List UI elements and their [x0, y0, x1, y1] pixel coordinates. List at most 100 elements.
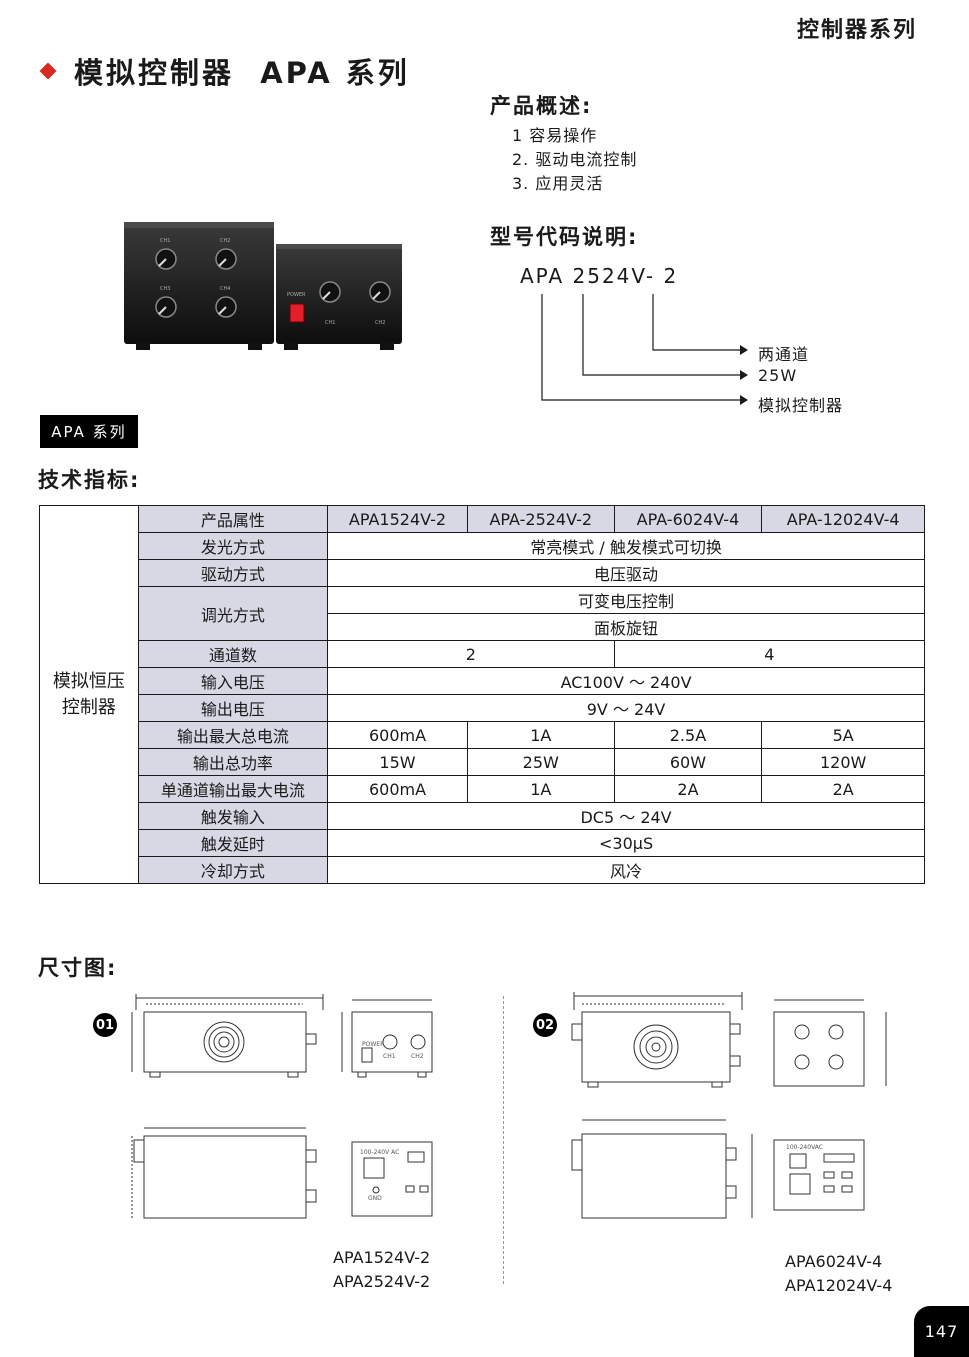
table-header-cell: APA-6024V-4 — [613, 505, 763, 533]
panel-label: GND — [368, 1195, 382, 1202]
small-unit: POWER CH1 CH2 — [276, 244, 402, 350]
model-name: APA1524V-2 — [333, 1248, 431, 1267]
drawing-caption: APA1524V-2 APA2524V-2 — [333, 1246, 430, 1294]
table-row-label: 输出总功率 — [137, 748, 329, 776]
table-row: 输入电压 AC100V ～ 240V — [40, 667, 925, 695]
model-name: APA12024V-4 — [785, 1276, 893, 1295]
model-callout-power: 25W — [758, 366, 798, 385]
page-number: 147 — [914, 1306, 969, 1357]
table-row-label: 调光方式 — [137, 586, 329, 641]
arrow-icon — [740, 345, 748, 355]
knob-label: CH4 — [220, 286, 230, 292]
knob-label: CH1 — [160, 238, 170, 244]
model-code: APA 2524V- 2 — [520, 264, 679, 288]
knob-label: CH2 — [375, 320, 385, 326]
table-row: 模拟恒压 控制器 产品属性 APA1524V-2 APA-2524V-2 APA… — [39, 505, 925, 884]
specs-heading: 技术指标: — [38, 468, 141, 492]
panel-label: 100-240VAC — [786, 1144, 823, 1151]
spec-table: 模拟恒压 控制器 产品属性 APA1524V-2 APA-2524V-2 APA… — [39, 505, 926, 884]
table-row-label: 驱动方式 — [137, 559, 329, 587]
table-cell: 600mA — [327, 721, 468, 749]
arrow-icon — [740, 370, 748, 380]
panel-label: CH1 — [383, 1053, 396, 1060]
table-cell: 15W — [327, 748, 468, 776]
table-row: 驱动方式 电压驱动 — [40, 559, 925, 587]
model-callout-type: 模拟控制器 — [758, 396, 844, 415]
panel-label: POWER — [362, 1041, 384, 1048]
table-row-label: 输入电压 — [137, 667, 329, 695]
table-header-cell: APA-2524V-2 — [466, 505, 615, 533]
table-cell: 25W — [466, 748, 615, 776]
table-row: 冷却方式 风冷 — [40, 856, 925, 884]
table-cell: <30μS — [327, 829, 925, 857]
table-cell: 2A — [613, 775, 763, 803]
knob-label: CH1 — [325, 320, 335, 326]
page-title-text: 模拟控制器 APA 系列 — [74, 56, 410, 90]
arrow-icon — [740, 395, 748, 405]
table-row: 输出电压 9V ～ 24V — [40, 694, 925, 722]
model-code-diagram — [541, 294, 748, 405]
table-cell: 可变电压控制 — [327, 586, 925, 614]
series-tag: APA 系列 — [40, 415, 138, 448]
overview-item: 2. 驱动电流控制 — [512, 150, 638, 169]
table-cell: 4 — [613, 640, 926, 668]
large-unit: CH1 CH2 CH3 CH4 — [124, 222, 274, 350]
table-row-label: 输出电压 — [137, 694, 329, 722]
table-header-cell: 产品属性 — [137, 505, 329, 533]
knob-label: CH2 — [220, 238, 230, 244]
table-row-label: 通道数 — [137, 640, 329, 668]
table-row: 触发输入 DC5 ～ 24V — [40, 802, 925, 830]
table-header-cell: APA1524V-2 — [327, 505, 468, 533]
power-label: POWER — [287, 292, 306, 298]
spec-side-label-text: 模拟恒压 控制器 — [52, 670, 125, 718]
table-cell: 面板旋钮 — [327, 613, 925, 641]
spec-side-label: 模拟恒压 控制器 — [39, 505, 139, 884]
table-row: 发光方式 常亮模式 / 触发模式可切换 — [40, 532, 925, 560]
table-header-cell: APA-12024V-4 — [761, 505, 925, 533]
model-heading: 型号代码说明: — [490, 225, 639, 249]
table-row-label: 触发延时 — [137, 829, 329, 857]
table-cell: DC5 ～ 24V — [327, 802, 925, 830]
table-cell: 2.5A — [613, 721, 763, 749]
panel-label: 100-240V AC — [360, 1149, 399, 1156]
overview-item: 3. 应用灵活 — [512, 174, 604, 193]
page-title: 模拟控制器 APA 系列 — [38, 50, 410, 92]
dimension-drawing-02: 100-240VAC — [571, 992, 887, 1219]
table-cell: 120W — [761, 748, 925, 776]
product-photo: CH1 CH2 CH3 CH4 POWER CH1 CH2 — [124, 222, 402, 350]
drawing-badge: 02 — [533, 1013, 557, 1037]
dimensions-heading: 尺寸图: — [38, 956, 118, 980]
table-row: 单通道输出最大电流 600mA 1A 2A 2A — [40, 775, 925, 803]
panel-label: CH2 — [411, 1053, 424, 1060]
table-cell: 1A — [466, 721, 615, 749]
drawing-divider — [503, 996, 504, 1284]
table-cell: 9V ～ 24V — [327, 694, 925, 722]
overview-heading: 产品概述: — [490, 94, 593, 118]
table-row: 调光方式 可变电压控制 — [40, 586, 925, 641]
table-row-label: 发光方式 — [137, 532, 329, 560]
table-row-label: 冷却方式 — [137, 856, 329, 884]
knob-label: CH3 — [160, 286, 170, 292]
table-row-label: 触发输入 — [137, 802, 329, 830]
table-row: 输出最大总电流 600mA 1A 2.5A 5A — [40, 721, 925, 749]
table-row: 输出总功率 15W 25W 60W 120W — [40, 748, 925, 776]
table-row: 通道数 2 4 — [40, 640, 926, 668]
model-callout-channels: 两通道 — [758, 345, 810, 364]
table-cell: 5A — [761, 721, 925, 749]
table-cell: 电压驱动 — [327, 559, 925, 587]
table-row-label: 输出最大总电流 — [137, 721, 329, 749]
table-cell: 常亮模式 / 触发模式可切换 — [327, 532, 925, 560]
overview-item: 1 容易操作 — [512, 126, 598, 145]
table-cell: 2A — [761, 775, 925, 803]
drawing-caption: APA6024V-4 APA12024V-4 — [785, 1250, 892, 1298]
table-row: 触发延时 <30μS — [40, 829, 925, 857]
diamond-bullet-icon — [39, 62, 57, 80]
table-cell: AC100V ～ 240V — [327, 667, 925, 695]
table-cell: 600mA — [327, 775, 468, 803]
model-name: APA6024V-4 — [785, 1252, 883, 1271]
model-name: APA2524V-2 — [333, 1272, 431, 1291]
table-cell: 1A — [466, 775, 615, 803]
drawing-badge: 01 — [93, 1013, 117, 1037]
dimension-drawing-01: POWER CH1 CH2 100-240V AC GND — [131, 994, 433, 1219]
table-cell: 2 — [327, 640, 615, 668]
